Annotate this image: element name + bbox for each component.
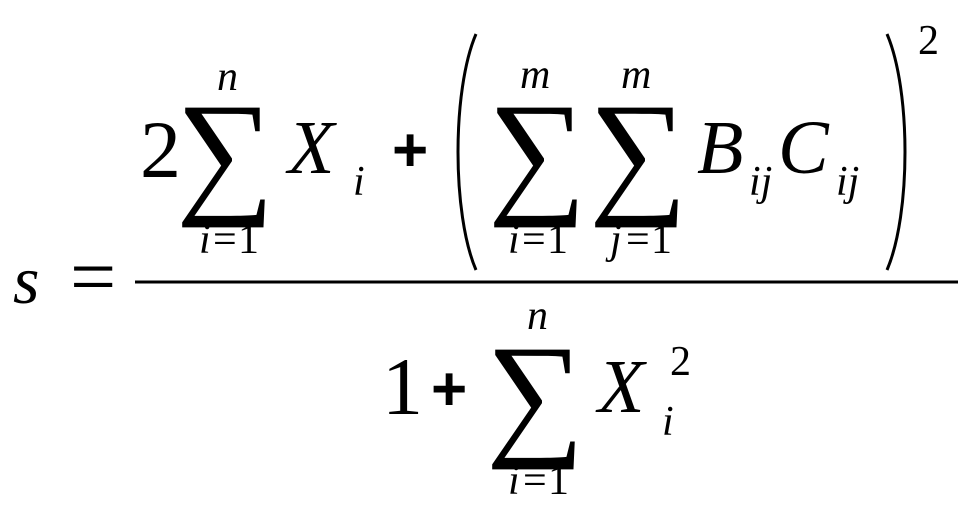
term-c: C [778,106,830,190]
numerator-coefficient: 2 [140,104,181,195]
sum-4-lower-eq: = [523,458,547,504]
sum-3-upper: m [621,52,651,98]
left-paren [456,33,478,271]
term-b: B [697,106,743,190]
sum-3-lower-eq: = [626,217,650,263]
sum-4-upper: n [527,293,548,339]
sum-3-symbol: ∑ [589,75,687,228]
sum-2-lower-value: 1 [547,217,568,263]
sum-1-lower-eq: = [213,217,237,263]
sum-3: m ∑ j = 1 [589,52,687,263]
numerator: 2 n ∑ i = 1 X i + m ∑ i = 1 m ∑ j [140,18,939,271]
term-c-subscript: ij [836,159,859,205]
sum-2: m ∑ i = 1 [488,52,586,263]
sum-2-upper: m [520,52,550,98]
sum-4: n ∑ i = 1 [486,293,584,504]
sum-2-lower-eq: = [522,217,546,263]
sum-1-lower-value: 1 [238,217,259,263]
term-x: X [285,106,337,190]
sum-1-lower-index: i [199,217,211,263]
equals-sign: = [70,231,116,322]
denominator-term-x-subscript: i [662,399,674,445]
denominator: 1 + n ∑ i = 1 X 2 i [382,293,691,504]
sum-4-lower-index: i [508,458,520,504]
term-x-subscript: i [353,159,365,205]
sum-1: n ∑ i = 1 [176,54,274,263]
denominator-plus: + [431,355,467,424]
numerator-plus: + [392,116,428,185]
sum-3-lower-value: 1 [651,217,672,263]
sum-3-lower-index: j [605,217,622,263]
sum-1-upper: n [217,54,238,100]
lhs-variable: s [13,242,39,318]
denominator-term-x-superscript: 2 [670,339,691,385]
denominator-term-x: X [595,345,647,429]
sum-1-symbol: ∑ [176,75,274,228]
sum-4-symbol: ∑ [486,317,584,470]
sum-4-lower-value: 1 [548,458,569,504]
outer-exponent: 2 [918,18,939,64]
term-b-subscript: ij [749,159,772,205]
right-paren [885,33,907,271]
sum-2-symbol: ∑ [488,75,586,228]
denominator-one: 1 [382,341,423,432]
sum-2-lower-index: i [508,217,520,263]
